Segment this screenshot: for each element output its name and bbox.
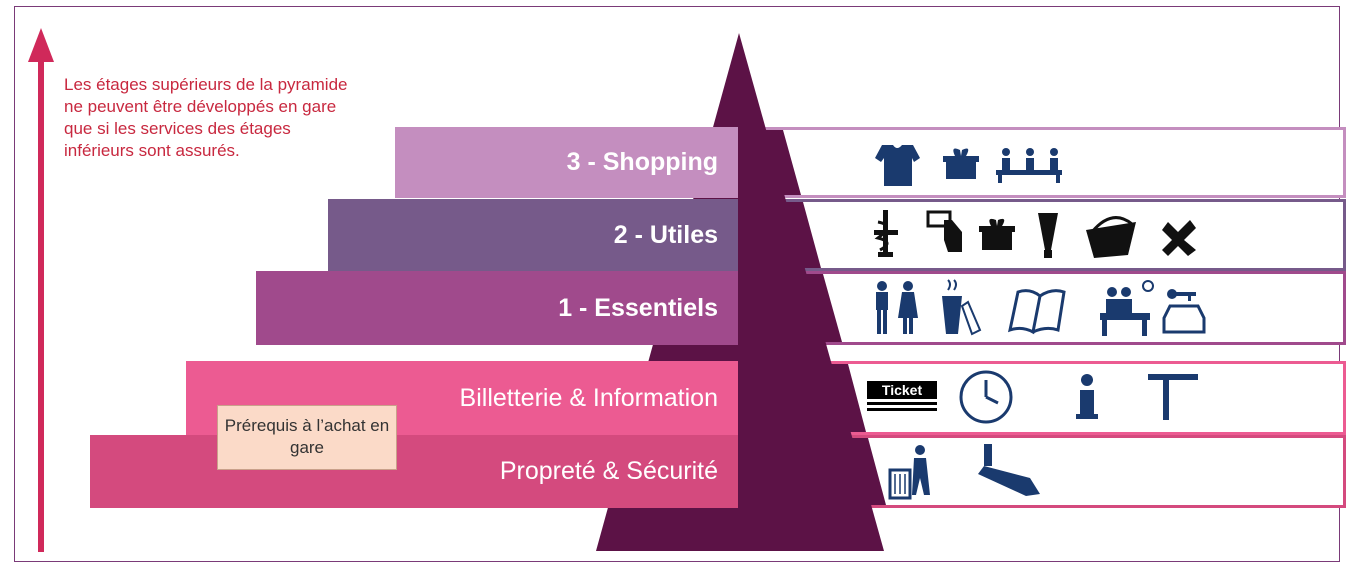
level-essentiels-label: 1 - Essentiels	[558, 293, 718, 322]
level-shopping-band-front: 3 - Shopping	[395, 127, 738, 198]
prerequisite-note: Prérequis à l’achat en gare	[217, 405, 397, 470]
level-utiles-band-front: 2 - Utiles	[328, 199, 738, 271]
up-arrow-head	[28, 28, 54, 62]
side-note: Les étages supérieurs de la pyramide ne …	[64, 75, 348, 160]
level-proprete-band-front: Propreté & Sécurité	[90, 435, 738, 508]
ticket-icon: Ticket	[867, 381, 937, 413]
level-utiles-icons	[742, 199, 1346, 271]
level-billetterie-label: Billetterie & Information	[459, 383, 718, 412]
level-billetterie-icons	[742, 361, 1346, 435]
level-proprete-icons	[742, 435, 1346, 508]
ticket-stripe-2	[867, 408, 937, 411]
level-essentiels-band-front: 1 - Essentiels	[256, 271, 738, 345]
ticket-label: Ticket	[867, 381, 937, 399]
level-utiles-label: 2 - Utiles	[613, 220, 718, 249]
level-essentiels-icons	[742, 271, 1346, 345]
level-proprete-label: Propreté & Sécurité	[499, 457, 718, 485]
level-shopping-label: 3 - Shopping	[566, 148, 718, 176]
level-shopping-icons	[742, 127, 1346, 198]
ticket-stripe-1	[867, 402, 937, 405]
